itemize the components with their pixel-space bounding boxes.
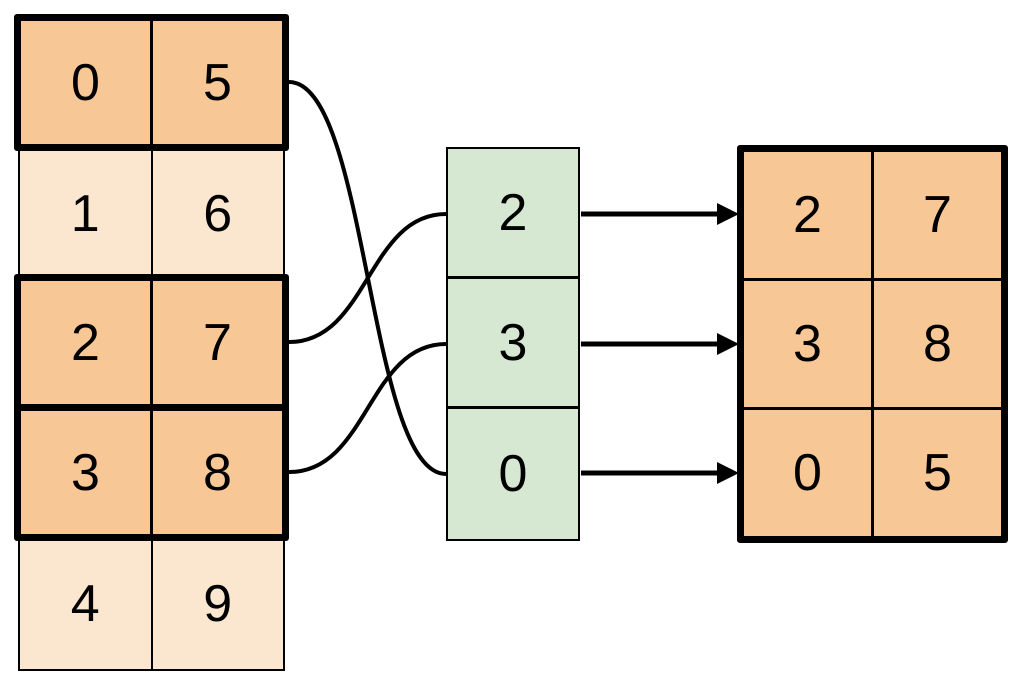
source-cell-4-1: 9 xyxy=(150,537,285,671)
source-cell-3-1: 8 xyxy=(150,411,282,534)
source-cell-2-0: 2 xyxy=(21,281,150,404)
result-cell-0-0: 2 xyxy=(744,152,871,278)
source-row-1: 1 6 xyxy=(18,147,285,280)
source-cell-0-1: 5 xyxy=(150,21,282,144)
arrowhead-index-1-to-result-1 xyxy=(717,333,739,355)
curve-source-row-2-to-index-0 xyxy=(288,212,447,344)
source-cell-3-0: 3 xyxy=(21,411,150,534)
curve-source-row-3-to-index-1 xyxy=(288,342,447,474)
source-row-4: 4 9 xyxy=(18,537,285,671)
arrowhead-index-0-to-result-0 xyxy=(717,203,739,225)
result-cell-2-1: 5 xyxy=(874,410,1001,536)
curve-source-row-0-to-index-2 xyxy=(288,80,447,476)
source-row-3: 3 8 xyxy=(14,404,289,541)
source-cell-0-0: 0 xyxy=(21,21,150,144)
source-cell-4-0: 4 xyxy=(18,537,153,671)
result-cell-1-1: 8 xyxy=(874,281,1001,407)
source-cell-2-1: 7 xyxy=(150,281,282,404)
index-cell-0: 2 xyxy=(448,149,578,279)
result-cell-1-0: 3 xyxy=(744,281,871,407)
source-cell-1-0: 1 xyxy=(18,147,153,280)
result-cell-2-0: 0 xyxy=(744,410,871,536)
source-row-2: 2 7 xyxy=(14,274,289,411)
source-row-0: 0 5 xyxy=(14,14,289,151)
result-cell-0-1: 7 xyxy=(874,152,1001,278)
result-table: 2 7 3 8 0 5 xyxy=(737,145,1008,543)
index-cell-1: 3 xyxy=(448,279,578,409)
arrowhead-index-2-to-result-2 xyxy=(717,462,739,484)
index-table: 2 3 0 xyxy=(446,147,580,541)
source-cell-1-1: 6 xyxy=(150,147,285,280)
index-cell-2: 0 xyxy=(448,409,578,539)
